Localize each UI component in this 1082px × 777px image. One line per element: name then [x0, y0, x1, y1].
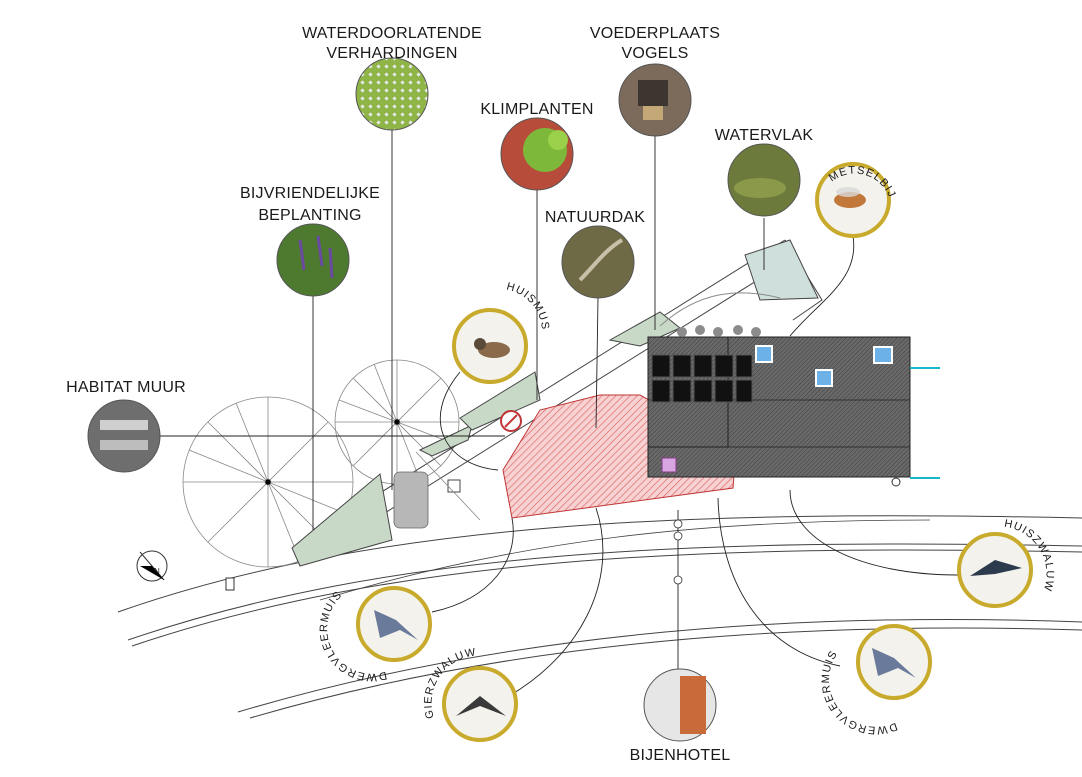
photo-habitat-muur — [87, 399, 161, 473]
label-waterdoorlatende-1: WATERDOORLATENDE — [302, 25, 482, 42]
photo-natuurdak — [561, 225, 635, 299]
photo-voederplaats — [618, 63, 692, 137]
label-bijvriendelijke-1: BIJVRIENDELIJKE — [240, 185, 380, 202]
node-markers — [673, 519, 683, 585]
path-edge — [415, 451, 481, 521]
species-huiszwaluw — [957, 532, 1033, 608]
species-huismus — [452, 308, 528, 384]
label-klimplanten: KLIMPLANTEN — [480, 101, 593, 118]
small-structure — [225, 577, 235, 591]
photo-bijenhotel — [643, 668, 717, 742]
bird-feeder-symbol — [500, 410, 522, 432]
species-metselbij — [815, 162, 891, 238]
skylights — [755, 345, 893, 387]
tree-canopy-left — [182, 396, 354, 568]
solar-panels — [651, 354, 753, 403]
photo-bijvriendelijke — [276, 223, 350, 297]
label-natuurdak: NATUURDAK — [545, 209, 645, 226]
north-arrow: N — [136, 550, 168, 582]
photo-watervlak — [727, 143, 801, 217]
tree-canopy-right — [334, 359, 460, 485]
label-bijvriendelijke-2: BEPLANTING — [258, 207, 361, 224]
pergola-arc — [659, 292, 781, 327]
bee-hotel-marker — [661, 457, 677, 473]
photo-waterdoorlatende — [355, 57, 429, 131]
label-voederplaats-2: VOGELS — [621, 45, 688, 62]
label-bijenhotel: BIJENHOTEL — [630, 747, 731, 764]
drain-marker — [891, 477, 901, 487]
label-waterdoorlatende-2: VERHARDINGEN — [326, 45, 457, 62]
building-pipes — [910, 367, 940, 479]
label-watervlak: WATERVLAK — [715, 127, 814, 144]
climbing-plants-bed — [677, 325, 761, 337]
north-letter: N — [154, 567, 161, 576]
species-gierzwaluw — [442, 666, 518, 742]
label-habitat-muur: HABITAT MUUR — [66, 379, 186, 396]
street-lines — [117, 515, 1082, 719]
species-dwergvleermuis-left — [356, 586, 432, 662]
connector-lines — [128, 126, 959, 703]
photo-klimplanten — [500, 117, 574, 191]
permeable-paving-area — [393, 471, 429, 529]
label-voederplaats-1: VOEDERPLAATS — [590, 25, 720, 42]
manhole — [447, 479, 461, 493]
species-dwergvleermuis-right — [856, 624, 932, 700]
